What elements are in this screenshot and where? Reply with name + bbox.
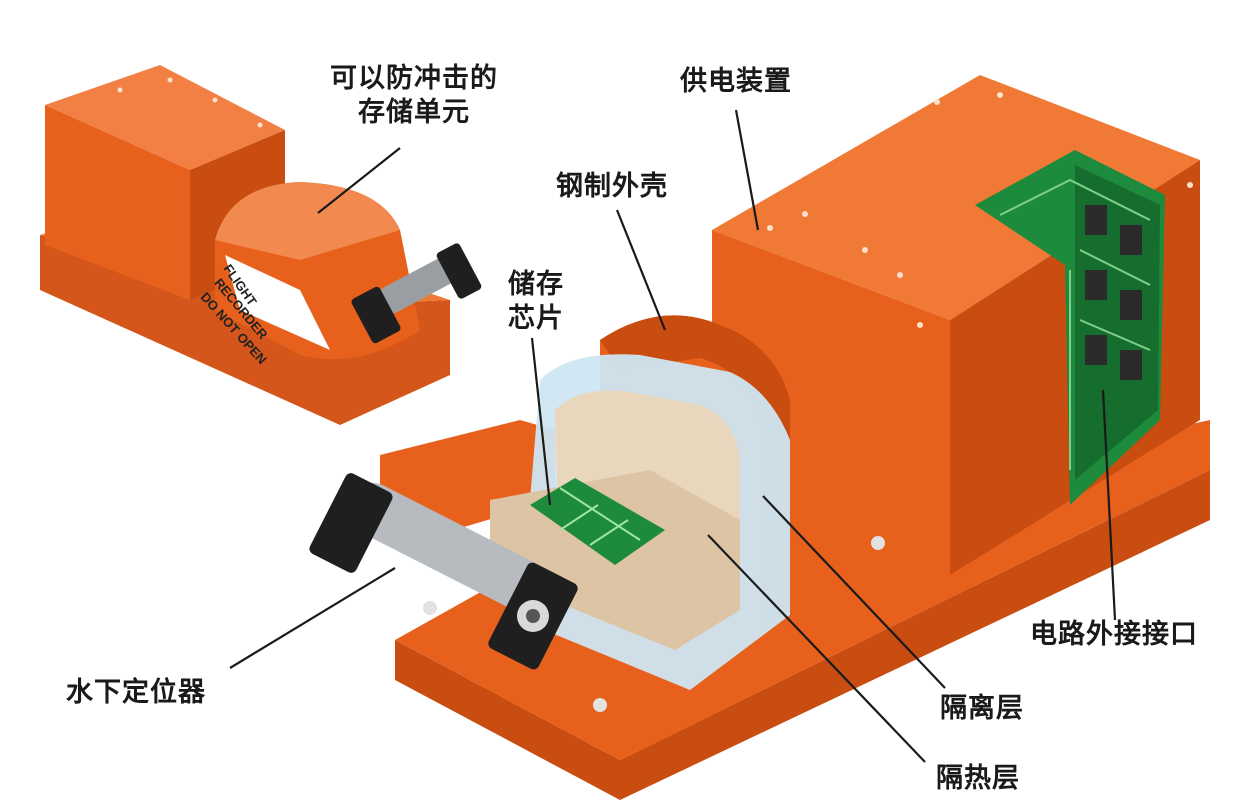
label-memory-chip: 储存 芯片 bbox=[508, 269, 564, 334]
label-steel-shell: 钢制外壳 bbox=[556, 171, 668, 202]
label-external-interface: 电路外接接口 bbox=[1030, 619, 1198, 650]
label-impact-unit: 可以防冲击的 存储单元 bbox=[330, 63, 498, 128]
small-recorder bbox=[40, 65, 482, 425]
leader-lines bbox=[229, 109, 1117, 763]
label-underwater-locator: 水下定位器 bbox=[66, 677, 206, 708]
label-power-supply: 供电装置 bbox=[680, 66, 792, 97]
large-recorder bbox=[309, 75, 1210, 800]
label-isolation-layer: 隔离层 bbox=[940, 693, 1024, 724]
label-thermal-layer: 隔热层 bbox=[936, 763, 1020, 794]
